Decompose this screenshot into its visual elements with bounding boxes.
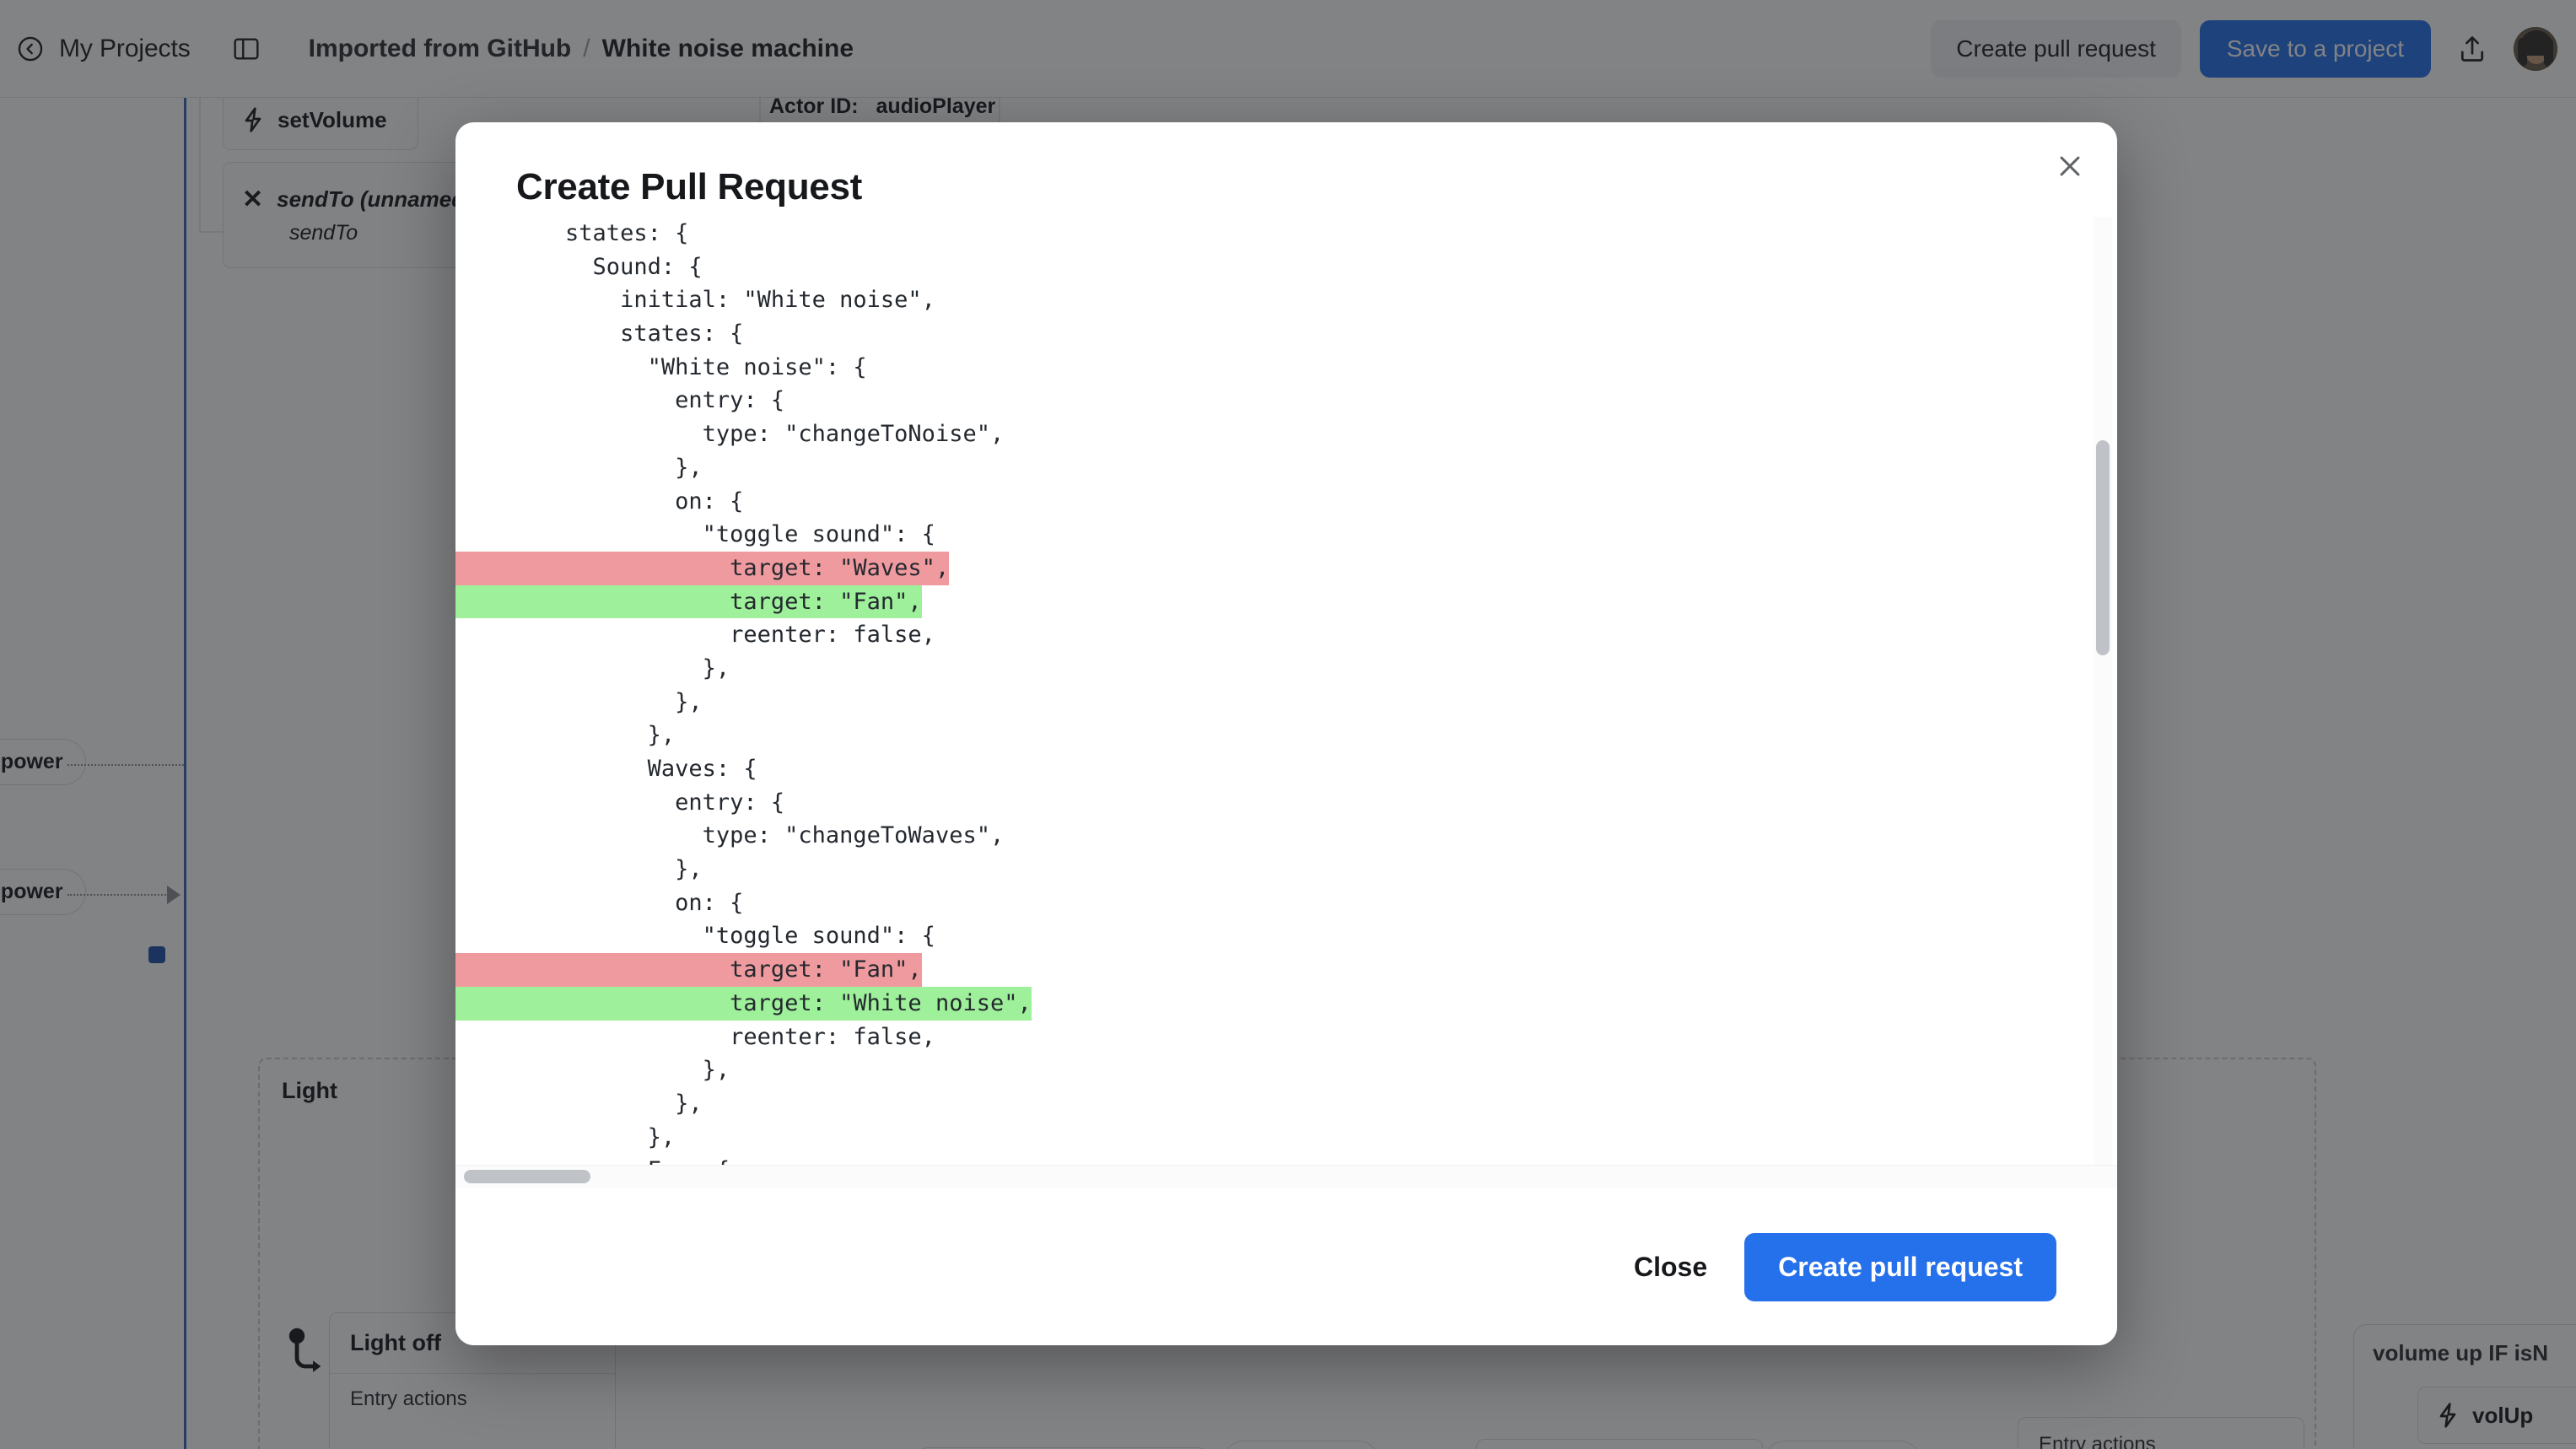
diff-line-context: reenter: false, (455, 1023, 935, 1050)
diff-line: target: "Fan", (455, 584, 2117, 619)
diff-line-context: Sound: { (455, 253, 703, 280)
vertical-scrollbar-thumb[interactable] (2096, 440, 2110, 655)
diff-line-context: "toggle sound": { (455, 521, 935, 548)
diff-line-context: on: { (455, 889, 744, 916)
diff-line: }, (455, 652, 2117, 686)
create-pull-request-dialog: Create Pull Request states: { Sound: { i… (455, 122, 2117, 1345)
diff-line-context: }, (455, 1090, 703, 1117)
diff-line: Waves: { (455, 752, 2117, 786)
diff-line: target: "Fan", (455, 953, 2117, 987)
diff-line: type: "changeToNoise", (455, 417, 2117, 451)
diff-line-context: type: "changeToWaves", (455, 822, 1005, 849)
diff-line-context: }, (455, 688, 703, 715)
diff-line-added: target: "White noise", (455, 986, 1032, 1021)
diff-line-removed: target: "Waves", (455, 551, 950, 585)
diff-line: Sound: { (455, 250, 2117, 284)
diff-line-context: reenter: false, (455, 622, 935, 649)
diff-line: on: { (455, 886, 2117, 920)
diff-line: reenter: false, (455, 1021, 2117, 1054)
diff-line: on: { (455, 485, 2117, 519)
diff-line: }, (455, 1087, 2117, 1121)
diff-line-context: on: { (455, 487, 744, 514)
horizontal-scrollbar-thumb[interactable] (464, 1170, 590, 1183)
diff-line-context: entry: { (455, 789, 785, 816)
dialog-title: Create Pull Request (516, 166, 862, 207)
diff-line-context: Fan: { (455, 1154, 2117, 1165)
diff-line-added: target: "Fan", (455, 584, 922, 619)
dialog-footer: Close Create pull request (455, 1188, 2117, 1345)
diff-line: entry: { (455, 384, 2117, 417)
diff-line: "toggle sound": { (455, 518, 2117, 552)
diff-line-context: "toggle sound": { (455, 923, 935, 950)
diff-line: "toggle sound": { (455, 919, 2117, 953)
diff-line-context: }, (455, 454, 703, 481)
diff-line-context: }, (455, 1123, 676, 1150)
diff-line-context: }, (455, 1057, 730, 1084)
close-icon[interactable] (2045, 141, 2095, 191)
diff-line-context: "White noise": { (455, 353, 867, 380)
diff-line: }, (455, 686, 2117, 719)
diff-line: Fan: { (455, 1154, 2117, 1165)
diff-line-context: entry: { (455, 387, 785, 414)
diff-code: states: { Sound: { initial: "White noise… (455, 217, 2117, 1165)
diff-line-context: type: "changeToNoise", (455, 421, 1005, 448)
horizontal-scrollbar[interactable] (455, 1165, 2117, 1188)
diff-scroll-area[interactable]: states: { Sound: { initial: "White noise… (455, 217, 2117, 1165)
dialog-create-pull-request-button[interactable]: Create pull request (1744, 1232, 2056, 1301)
diff-line: entry: { (455, 786, 2117, 820)
diff-line: }, (455, 853, 2117, 886)
diff-line-context: }, (455, 856, 703, 883)
diff-line: }, (455, 1053, 2117, 1087)
diff-line: reenter: false, (455, 618, 2117, 652)
diff-line-context: }, (455, 722, 676, 749)
diff-line: type: "changeToWaves", (455, 819, 2117, 853)
diff-line: "White noise": { (455, 351, 2117, 385)
dialog-close-button[interactable]: Close (1625, 1236, 1716, 1298)
diff-line-context: Waves: { (455, 756, 757, 782)
diff-line: states: { (455, 217, 2117, 250)
diff-line-context: states: { (455, 321, 744, 347)
vertical-scrollbar[interactable] (2094, 217, 2112, 1165)
diff-line: }, (455, 1121, 2117, 1155)
diff-viewer[interactable]: states: { Sound: { initial: "White noise… (455, 217, 2117, 1165)
diff-line: target: "Waves", (455, 551, 2117, 585)
diff-line-removed: target: "Fan", (455, 953, 922, 987)
diff-line: states: { (455, 317, 2117, 351)
diff-line: }, (455, 719, 2117, 752)
diff-line-context: states: { (455, 220, 689, 246)
diff-line: }, (455, 451, 2117, 485)
diff-line-context: initial: "White noise", (455, 287, 935, 314)
diff-line: initial: "White noise", (455, 283, 2117, 317)
diff-line-context: }, (455, 654, 730, 681)
diff-line: target: "White noise", (455, 986, 2117, 1021)
